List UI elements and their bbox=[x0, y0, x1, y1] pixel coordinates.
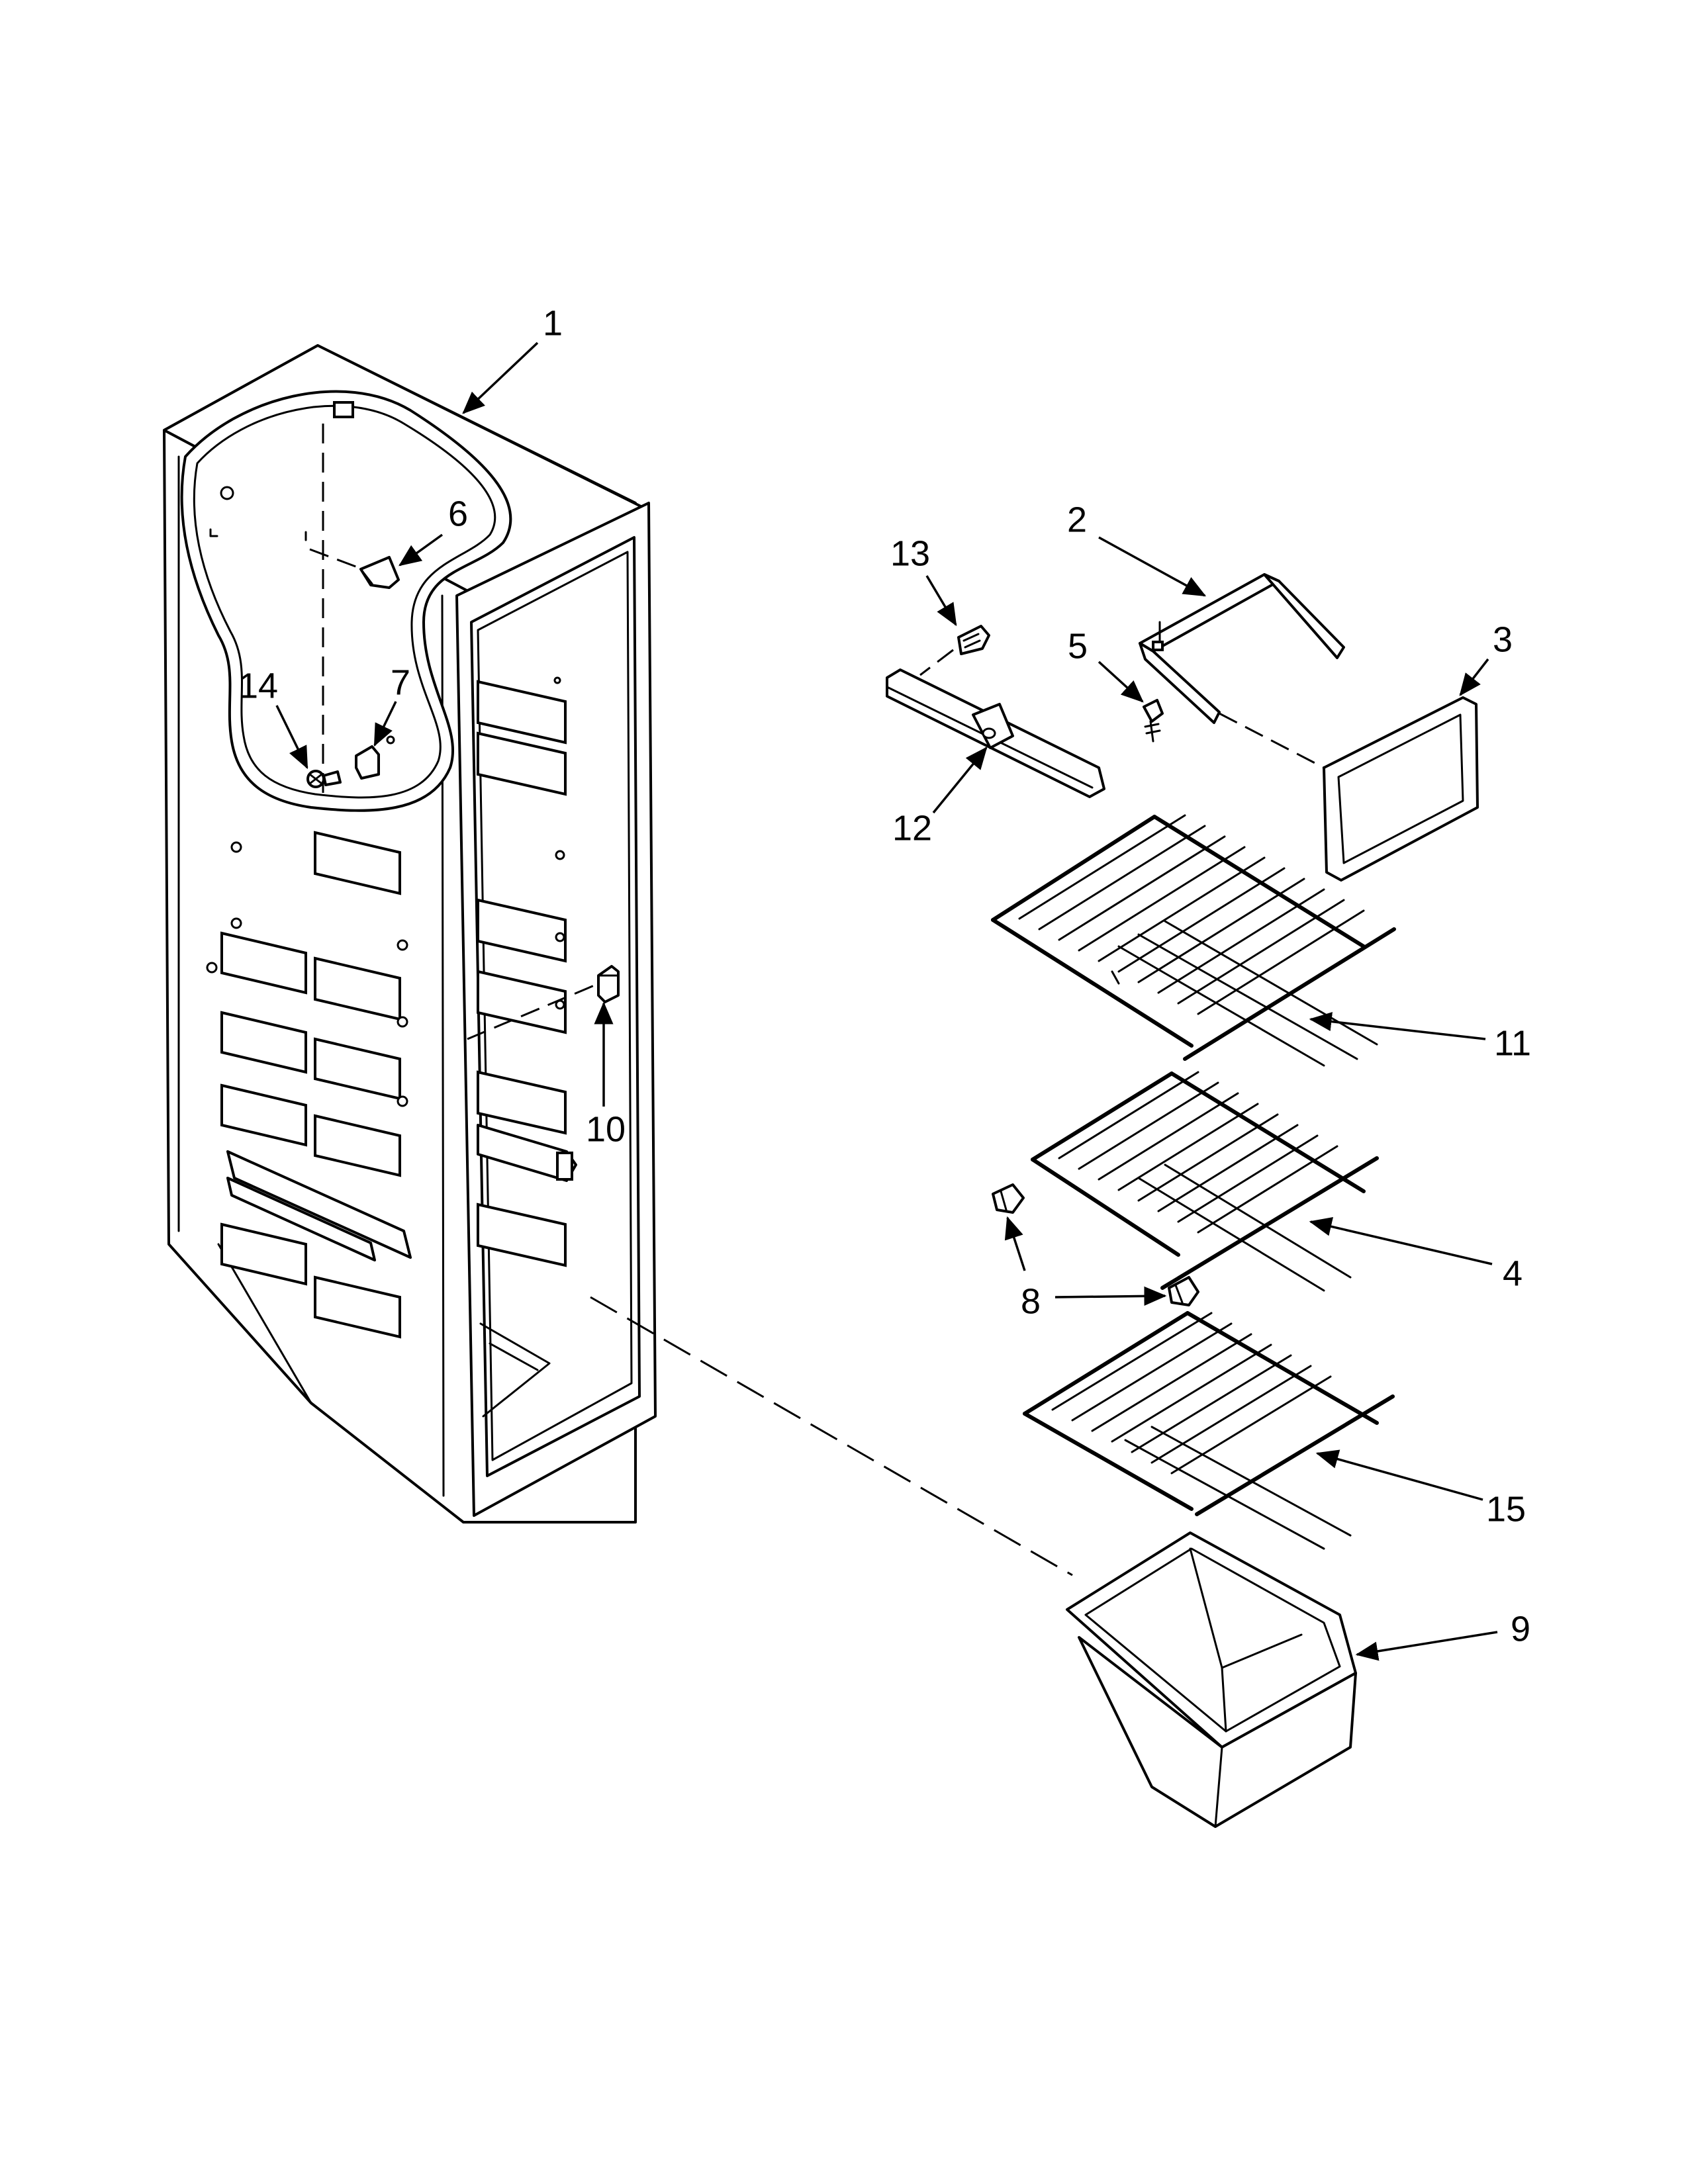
right-face-slots bbox=[477, 676, 577, 1267]
callout-3: 3 bbox=[1459, 619, 1513, 696]
callout-1-label: 1 bbox=[543, 303, 563, 343]
part-13-screw bbox=[919, 625, 990, 676]
callout-10: 10 bbox=[586, 1001, 626, 1149]
callout-8: 8 bbox=[1004, 1216, 1167, 1321]
callout-12-label: 12 bbox=[892, 808, 932, 848]
part-12-rail bbox=[886, 668, 1105, 798]
callout-15: 15 bbox=[1315, 1449, 1526, 1529]
callout-13-label: 13 bbox=[890, 533, 930, 573]
callout-9: 9 bbox=[1355, 1609, 1530, 1661]
part-14-screw bbox=[306, 770, 342, 788]
part-15-shelf bbox=[1023, 1311, 1395, 1550]
callout-10-label: 10 bbox=[586, 1109, 626, 1149]
callout-2: 2 bbox=[1067, 500, 1207, 597]
part-11-shelf bbox=[991, 814, 1396, 1067]
callout-6: 6 bbox=[399, 494, 468, 567]
part-10-clip bbox=[597, 965, 620, 1003]
callout-11: 11 bbox=[1309, 1012, 1531, 1063]
part-3-pan bbox=[1219, 696, 1479, 882]
callout-13: 13 bbox=[890, 533, 957, 627]
part-6-bracket bbox=[309, 548, 400, 589]
part-9-bin bbox=[590, 1296, 1357, 1828]
callout-14-label: 14 bbox=[238, 666, 278, 705]
callout-14: 14 bbox=[238, 666, 308, 770]
freezer-liner bbox=[163, 344, 657, 1524]
callout-2-label: 2 bbox=[1067, 500, 1087, 539]
callout-1: 1 bbox=[462, 303, 563, 414]
part-4-shelf bbox=[1031, 1071, 1379, 1292]
callout-6-label: 6 bbox=[448, 494, 468, 533]
callout-7: 7 bbox=[373, 662, 410, 747]
part-2-bracket bbox=[1139, 573, 1345, 724]
callout-9-label: 9 bbox=[1511, 1609, 1530, 1649]
part-8-supports bbox=[992, 1183, 1199, 1306]
callout-4-label: 4 bbox=[1503, 1253, 1523, 1293]
callout-11-label: 11 bbox=[1494, 1023, 1531, 1063]
callout-12: 12 bbox=[892, 747, 988, 848]
callout-5-label: 5 bbox=[1068, 626, 1088, 666]
callout-7-label: 7 bbox=[391, 662, 410, 702]
callout-4: 4 bbox=[1309, 1216, 1523, 1293]
left-face-slots bbox=[206, 831, 412, 1339]
part-5-screw bbox=[1143, 699, 1164, 743]
callout-8-label: 8 bbox=[1021, 1281, 1041, 1321]
callout-15-label: 15 bbox=[1486, 1489, 1526, 1529]
callout-5: 5 bbox=[1068, 626, 1144, 703]
callout-3-label: 3 bbox=[1493, 619, 1513, 659]
